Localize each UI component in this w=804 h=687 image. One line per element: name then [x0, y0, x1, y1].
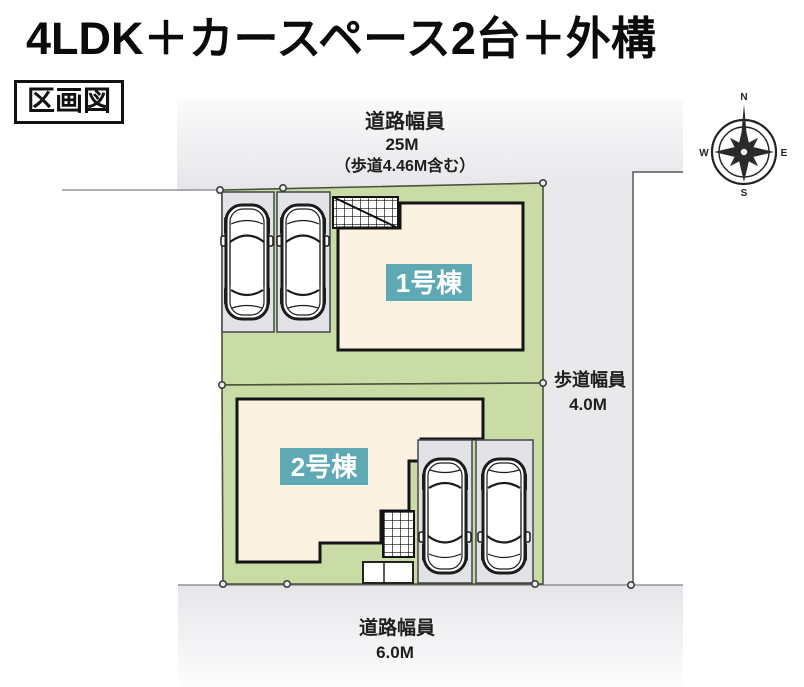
car-icon: [417, 457, 473, 575]
road-bottom-label: 道路幅員 6.0M: [359, 616, 435, 662]
sidewalk-right-width: 4.0M: [569, 395, 607, 414]
road-bottom-name: 道路幅員: [359, 616, 435, 639]
road-top-note: （歩道4.46M含む）: [335, 156, 475, 175]
lot-2-entrance-steps: [362, 561, 414, 584]
compass-east-label: E: [781, 148, 788, 159]
road-bottom-width: 6.0M: [376, 643, 414, 662]
building-1-label: 1号棟: [386, 264, 472, 301]
compass-rose-icon: N W E S: [699, 92, 787, 199]
sidewalk-right-label: 歩道幅員 4.0M: [554, 369, 626, 414]
lot-2-approach-hatch: [382, 510, 415, 558]
building-2-label-text: 2号棟: [291, 452, 358, 482]
sidewalk-right: [543, 183, 633, 585]
lot-1-approach-hatch: [332, 196, 399, 229]
building-2-label: 2号棟: [280, 448, 368, 485]
sidewalk-right-name: 歩道幅員: [554, 369, 626, 390]
road-top-width: 25M: [385, 135, 418, 154]
building-1-label-text: 1号棟: [396, 268, 463, 298]
road-top: [177, 100, 683, 191]
building-1-label-bg: [386, 264, 472, 301]
compass-west-label: W: [699, 148, 709, 159]
road-top-step-edge: [632, 171, 683, 183]
section-label-kukakuzu: 区画図: [14, 80, 125, 124]
survey-marker-dots: [216, 179, 635, 589]
road-top-name: 道路幅員: [365, 109, 445, 133]
lot-2-parking: [417, 439, 534, 584]
page-title: 4LDK＋カースペース2台＋外構: [26, 13, 656, 64]
compass-north-label: N: [740, 92, 747, 103]
road-bottom: [178, 585, 683, 687]
road-top-label: 道路幅員 25M （歩道4.46M含む）: [335, 109, 475, 175]
building-2-label-bg: [280, 448, 368, 485]
compass-south-label: S: [741, 188, 748, 199]
car-icon: [476, 457, 532, 575]
car-icon: [219, 203, 275, 321]
lot-1-parking: [219, 191, 331, 333]
car-icon: [275, 203, 331, 321]
